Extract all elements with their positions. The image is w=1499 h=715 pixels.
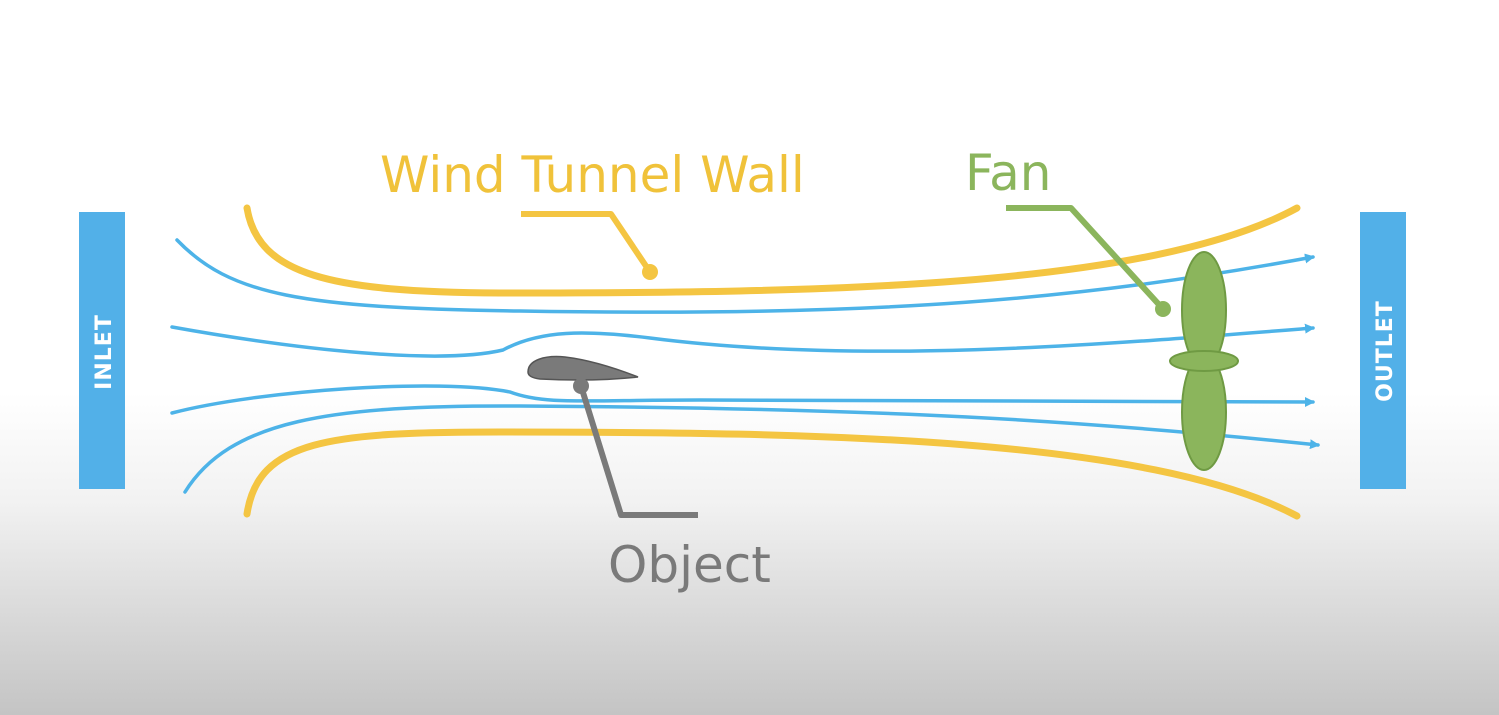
wall-label: Wind Tunnel Wall [380, 146, 805, 204]
inlet-label: INLET [92, 314, 117, 390]
wall-leader-dot [642, 264, 658, 280]
outlet-panel: OUTLET [1360, 212, 1406, 489]
fan-leader-line [1006, 205, 1166, 312]
fan-label: Fan [965, 144, 1052, 202]
airflow-streamlines [170, 238, 1320, 494]
fan [1169, 251, 1239, 471]
tunnel-wall-bottom [243, 428, 1301, 520]
streamline-1 [175, 238, 1315, 314]
streamline-4 [183, 404, 1320, 494]
streamline-2 [170, 323, 1315, 358]
inlet-panel: INLET [79, 212, 125, 489]
wall-leader-line [521, 211, 653, 274]
object-leader-line [578, 385, 698, 518]
object-leader-dot [573, 378, 589, 394]
tunnel-wall-top [243, 204, 1301, 297]
outlet-label: OUTLET [1373, 300, 1398, 402]
fan-hub [1169, 350, 1239, 372]
streamline-3 [170, 384, 1315, 415]
object-airfoil [527, 355, 639, 381]
object-label: Object [608, 536, 771, 594]
fan-leader-dot [1155, 301, 1171, 317]
